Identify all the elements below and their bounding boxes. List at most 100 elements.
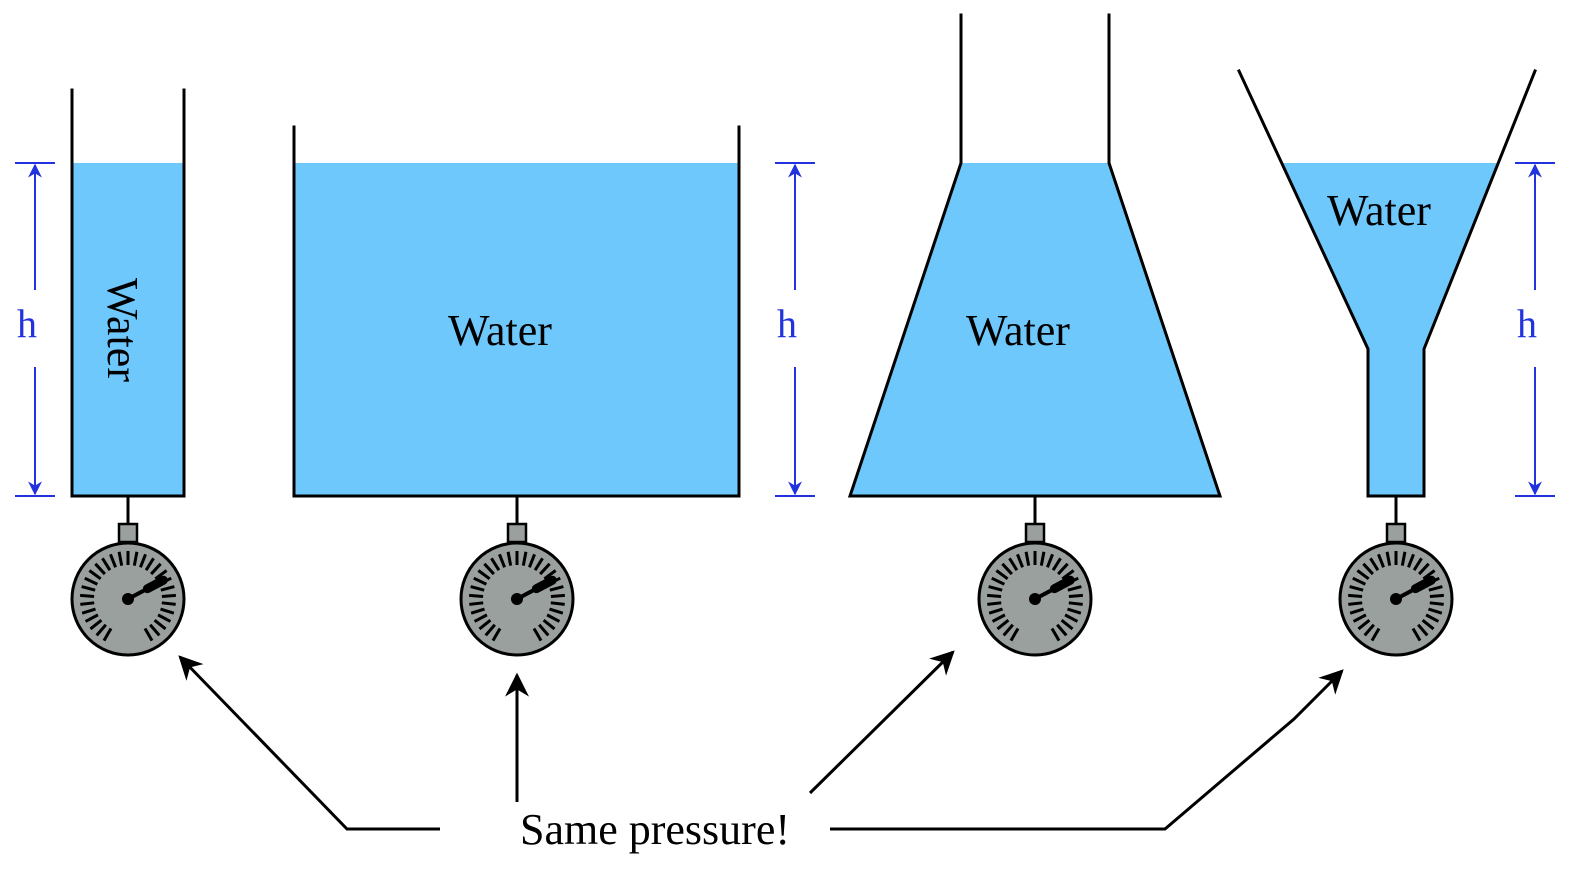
gauge-tick [521, 551, 528, 566]
gauge-tick [1009, 627, 1020, 642]
gauge-tick [1060, 619, 1074, 631]
gauge-tick [988, 607, 1003, 615]
gauge-tick [1008, 557, 1019, 572]
pressure-gauge-icon [459, 496, 575, 657]
gauge-tick [528, 553, 536, 568]
gauge-tick [1067, 607, 1082, 615]
water-label: Water [1327, 186, 1431, 235]
gauge-tick [1421, 619, 1435, 631]
gauge-tick [1046, 553, 1054, 568]
gauge-tick [1002, 623, 1014, 637]
gauge-tick [1377, 553, 1385, 568]
gauge-tick [1024, 551, 1031, 566]
gauge-tick [1348, 601, 1363, 606]
water-fill [1283, 163, 1498, 496]
gauge-tick [996, 619, 1010, 631]
gauge-tick [543, 569, 557, 581]
gauge-tick [1422, 569, 1436, 581]
water-label: Water [98, 278, 147, 382]
height-label: h [777, 301, 797, 346]
gauge-tick [478, 619, 492, 631]
gauge-tick [1067, 585, 1082, 592]
gauge-tick [1362, 562, 1374, 576]
gauge-tick [1001, 562, 1013, 576]
gauge-tick [483, 562, 495, 576]
gauge-hub [122, 593, 134, 605]
gauge-tick [477, 569, 491, 581]
gauge-tick [1400, 551, 1407, 566]
gauge-needle-tip [1049, 575, 1075, 594]
height-marker: h [775, 162, 815, 497]
gauge-tick [473, 576, 488, 586]
gauge-neck [1024, 522, 1046, 544]
gauge-tick [533, 557, 544, 572]
gauge-tick [549, 585, 564, 592]
gauge-tick [1348, 593, 1363, 598]
gauge-tick [469, 593, 484, 598]
gauge-tick [1352, 576, 1367, 586]
gauge-tick [94, 562, 106, 576]
gauge-tick [1428, 585, 1443, 592]
gauge-tick [1057, 562, 1069, 576]
vessel-tapered-flask: Water [847, 13, 1223, 498]
gauge-tick [143, 627, 154, 642]
gauge-tick [1429, 593, 1444, 598]
height-label: h [1517, 301, 1537, 346]
water-fill [850, 163, 1220, 496]
gauge-needle-tip [1410, 575, 1436, 594]
gauge-tick [95, 623, 107, 637]
gauge-tick [1039, 551, 1046, 566]
gauge-tick [139, 553, 147, 568]
gauge-tick [160, 585, 175, 592]
gauge-tick [1357, 619, 1371, 631]
gauge-tick [84, 613, 99, 623]
gauge-neck [1385, 522, 1407, 544]
gauge-tick [1068, 601, 1083, 606]
gauge-neck [506, 522, 528, 544]
gauge-tick [1352, 613, 1367, 623]
gauge-tick [490, 557, 501, 572]
water-fill [294, 163, 739, 496]
gauge-tick [1411, 627, 1422, 642]
gauge-tick [1385, 551, 1392, 566]
height-marker: h [15, 162, 55, 497]
gauge-tick [117, 551, 124, 566]
vessel-funnel: Water [1237, 69, 1537, 498]
gauge-tick [81, 607, 96, 615]
pressure-gauge-icon [977, 496, 1093, 657]
gauge-tick [1068, 593, 1083, 598]
vessel-wide-tank: Water [292, 125, 741, 498]
pointer-arrow [178, 655, 440, 831]
gauge-tick [161, 601, 176, 606]
gauge-tick [149, 623, 161, 637]
gauge-tick [550, 601, 565, 606]
gauge-hub [511, 593, 523, 605]
gauge-tick [1428, 607, 1443, 615]
water-fill [72, 163, 184, 496]
gauge-tick [1016, 553, 1024, 568]
gauge-tick [88, 569, 102, 581]
gauge-tick [132, 551, 139, 566]
gauge-tick [550, 593, 565, 598]
gauge-tick [1429, 601, 1444, 606]
gauge-tick [1061, 569, 1075, 581]
gauge-tick [154, 569, 168, 581]
height-label: h [17, 301, 37, 346]
gauge-tick [1056, 623, 1068, 637]
pointer-arrow [830, 669, 1344, 831]
gauge-tick [991, 576, 1006, 586]
gauge-tick [484, 623, 496, 637]
water-label: Water [966, 306, 1070, 355]
gauge-tick [546, 613, 561, 623]
gauge-tick [109, 553, 117, 568]
gauge-tick [157, 613, 172, 623]
gauge-hub [1390, 593, 1402, 605]
gauge-tick [84, 576, 99, 586]
gauge-tick [1418, 562, 1430, 576]
gauge-tick [160, 607, 175, 615]
water-label: Water [448, 306, 552, 355]
gauge-tick [101, 557, 112, 572]
caption: Same pressure! [520, 805, 790, 854]
gauge-tick [470, 585, 485, 592]
gauge-tick [1349, 607, 1364, 615]
